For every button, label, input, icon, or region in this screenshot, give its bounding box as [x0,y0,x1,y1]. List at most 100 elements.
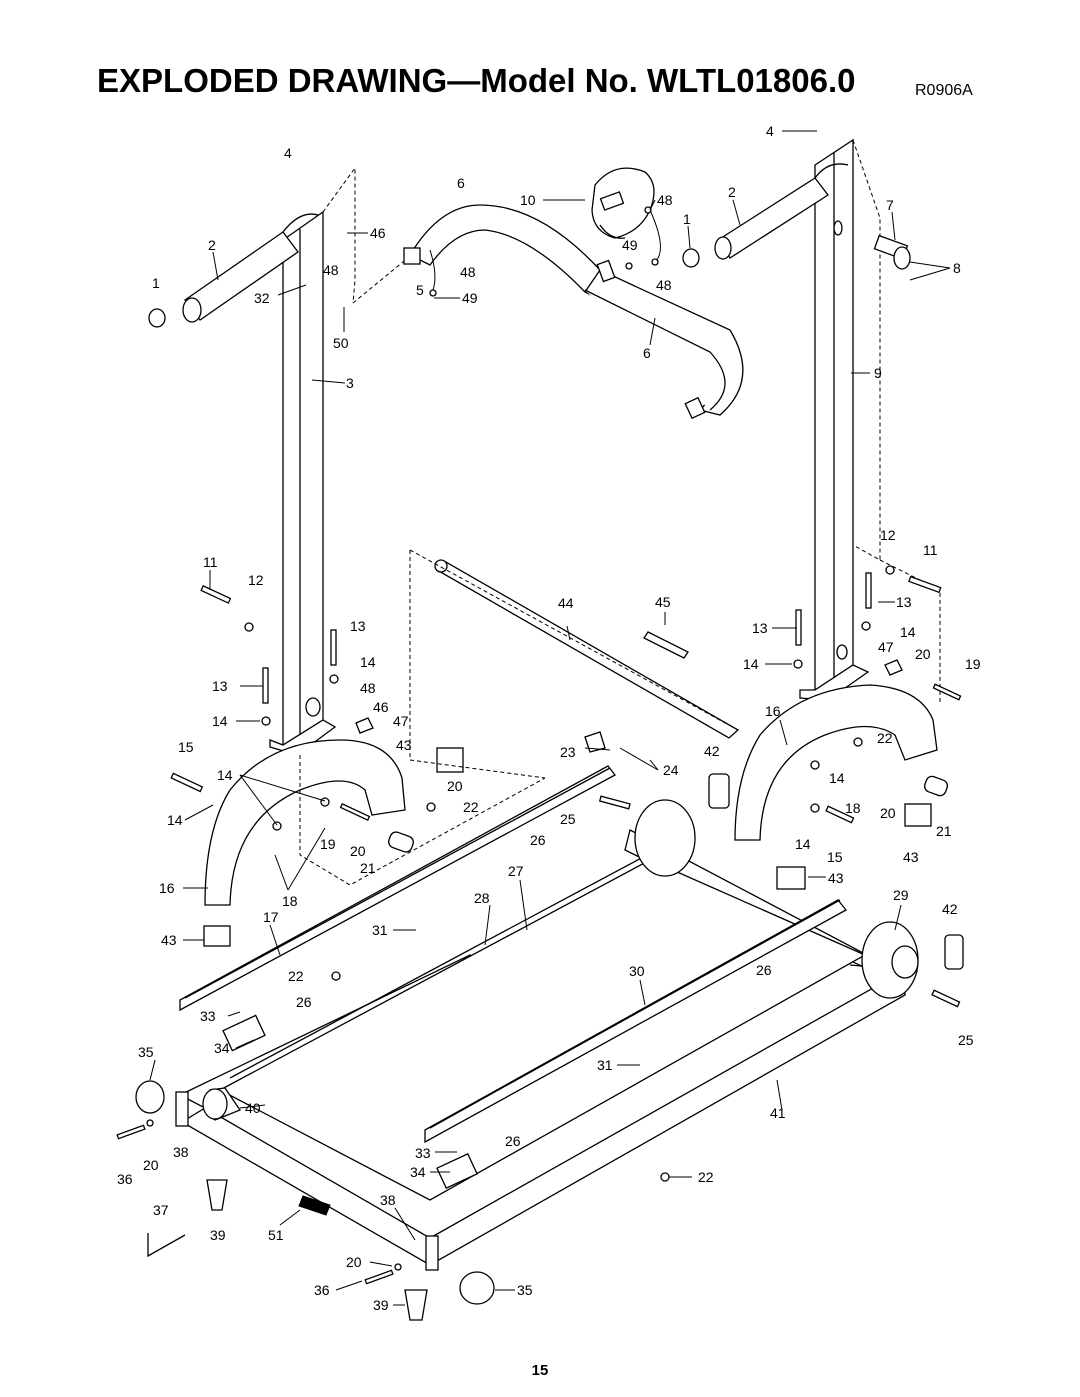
callout-23: 23 [560,744,576,760]
callout-4: 4 [766,123,774,139]
callout-26: 26 [530,832,546,848]
page-number: 15 [531,1362,549,1379]
callout-14: 14 [360,654,376,670]
console [591,167,655,283]
callout-38: 38 [173,1144,189,1160]
callout-45: 45 [655,594,671,610]
callout-20: 20 [143,1157,159,1173]
callout-43: 43 [828,870,844,886]
callout-36: 36 [117,1171,133,1187]
left-wheel [135,1080,165,1114]
callout-43: 43 [161,932,177,948]
callout-14: 14 [829,770,845,786]
callout-43: 43 [903,849,919,865]
callout-16: 16 [159,880,175,896]
end-cap-right [944,934,964,970]
callout-6: 6 [457,175,465,191]
treadmill-frame [175,829,906,1271]
rear-roller [861,921,919,999]
callout-4: 4 [284,145,292,161]
right-base [734,684,949,890]
motor-pulley [634,799,696,877]
leader-lines [149,130,951,1306]
callout-14: 14 [212,713,228,729]
callout-13: 13 [350,618,366,634]
left-base [203,739,464,947]
callout-35: 35 [138,1044,154,1060]
callout-20: 20 [880,805,896,821]
callout-5: 5 [416,282,424,298]
handrail-assembly [403,204,744,420]
callout-21: 21 [936,823,952,839]
right-side-rail [424,899,847,1144]
callout-38: 38 [380,1192,396,1208]
callout-27: 27 [508,863,524,879]
callout-26: 26 [296,994,312,1010]
callout-11: 11 [203,554,218,570]
callout-48: 48 [460,264,476,280]
decal [298,1195,331,1216]
callout-15: 15 [827,849,843,865]
callout-33: 33 [415,1145,431,1161]
title-main: EXPLODED DRAWING— [97,62,481,99]
callout-1: 1 [683,211,691,227]
callout-18: 18 [845,800,861,816]
callout-22: 22 [288,968,304,984]
crossbar [434,559,740,739]
callout-16: 16 [765,703,781,719]
callout-39: 39 [210,1227,226,1243]
callout-21: 21 [360,860,376,876]
callout-44: 44 [558,595,574,611]
callout-11: 11 [923,542,938,558]
callout-22: 22 [698,1169,714,1185]
left-side-rail [179,765,616,1012]
right-foot [404,1289,428,1321]
callout-29: 29 [893,887,909,903]
callout-15: 15 [178,739,194,755]
callout-25: 25 [560,811,576,827]
deck-plate [222,1014,266,1052]
callout-31: 31 [597,1057,613,1073]
callout-39: 39 [373,1297,389,1313]
right-upright [799,138,870,701]
callout-13: 13 [896,594,912,610]
page-title: EXPLODED DRAWING—Model No. WLTL01806.0 [97,62,855,100]
callout-13: 13 [752,620,768,636]
callout-20: 20 [350,843,366,859]
callout-3: 3 [346,375,354,391]
hex-key [147,1233,186,1258]
motor-cover-plate [436,1152,478,1190]
left-foot [206,1179,228,1211]
callout-51: 51 [268,1227,284,1243]
callout-35: 35 [517,1282,533,1298]
front-roller [202,1087,241,1121]
callout-14: 14 [743,656,759,672]
callout-48: 48 [323,262,339,278]
callout-10: 10 [520,192,536,208]
right-wheel [459,1271,495,1305]
callout-22: 22 [877,730,893,746]
callout-14: 14 [217,767,233,783]
callout-7: 7 [886,197,894,213]
callout-33: 33 [200,1008,216,1024]
end-cap-left [708,773,730,809]
fasteners [116,565,962,1285]
callout-46: 46 [373,699,389,715]
left-upright [269,210,337,756]
callout-40: 40 [245,1100,261,1116]
callout-13: 13 [212,678,228,694]
callout-48: 48 [657,192,673,208]
callout-18: 18 [282,893,298,909]
callout-19: 19 [965,656,981,672]
callout-34: 34 [410,1164,426,1180]
callout-8: 8 [953,260,961,276]
callout-24: 24 [663,762,679,778]
callout-22: 22 [463,799,479,815]
safety-key [873,234,911,270]
callout-41: 41 [770,1105,786,1121]
callout-50: 50 [333,335,349,351]
callout-47: 47 [393,713,409,729]
callout-42: 42 [704,743,720,759]
callout-26: 26 [756,962,772,978]
